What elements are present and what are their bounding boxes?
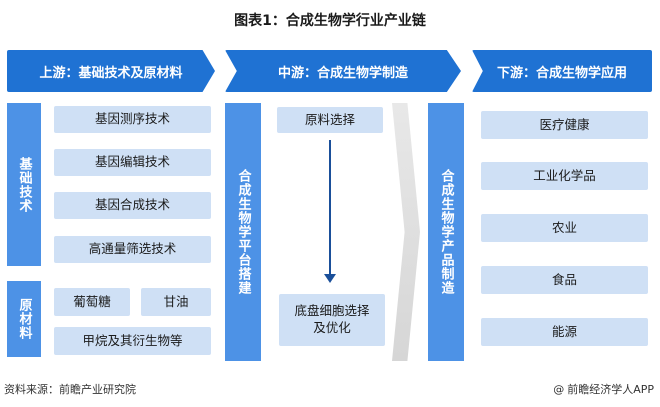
basic-tech-label: 基础技术 [7, 103, 41, 266]
raw-material-item: 甘油 [141, 288, 211, 316]
step-start: 原料选择 [277, 107, 383, 133]
header-upstream: 上游：基础技术及原材料 [7, 50, 215, 92]
flow-arrow-line [329, 140, 331, 276]
basic-tech-item: 基因测序技术 [54, 106, 211, 133]
page-title: 图表1：合成生物学行业产业链 [234, 13, 426, 29]
source-note: 资料来源：前瞻产业研究院 [4, 383, 136, 396]
basic-tech-item: 基因编辑技术 [54, 149, 211, 176]
header-midstream: 中游：合成生物学制造 [225, 50, 461, 92]
application-item: 医疗健康 [481, 111, 648, 139]
raw-material-item: 葡萄糖 [54, 288, 130, 316]
basic-tech-item: 高通量筛选技术 [54, 236, 211, 263]
application-item: 食品 [481, 266, 648, 294]
chevron-divider-icon [392, 103, 420, 361]
basic-tech-item: 基因合成技术 [54, 192, 211, 219]
at-icon: @ [553, 382, 565, 396]
header-downstream: 下游：合成生物学应用 [472, 50, 652, 92]
application-item: 工业化学品 [481, 162, 648, 190]
raw-material-item: 甲烷及其衍生物等 [54, 327, 211, 355]
platform-label: 合成生物学平台搭建 [225, 103, 261, 361]
application-item: 农业 [481, 214, 648, 242]
raw-material-label: 原材料 [7, 281, 41, 357]
brand-credit: @ 前瞻经济学人APP [553, 381, 654, 397]
flow-arrow-head [324, 274, 336, 283]
application-item: 能源 [481, 318, 648, 346]
product-label: 合成生物学产品制造 [428, 103, 464, 361]
step-end: 底盘细胞选择及优化 [279, 294, 385, 346]
brand-name: 前瞻经济学人APP [567, 383, 654, 396]
